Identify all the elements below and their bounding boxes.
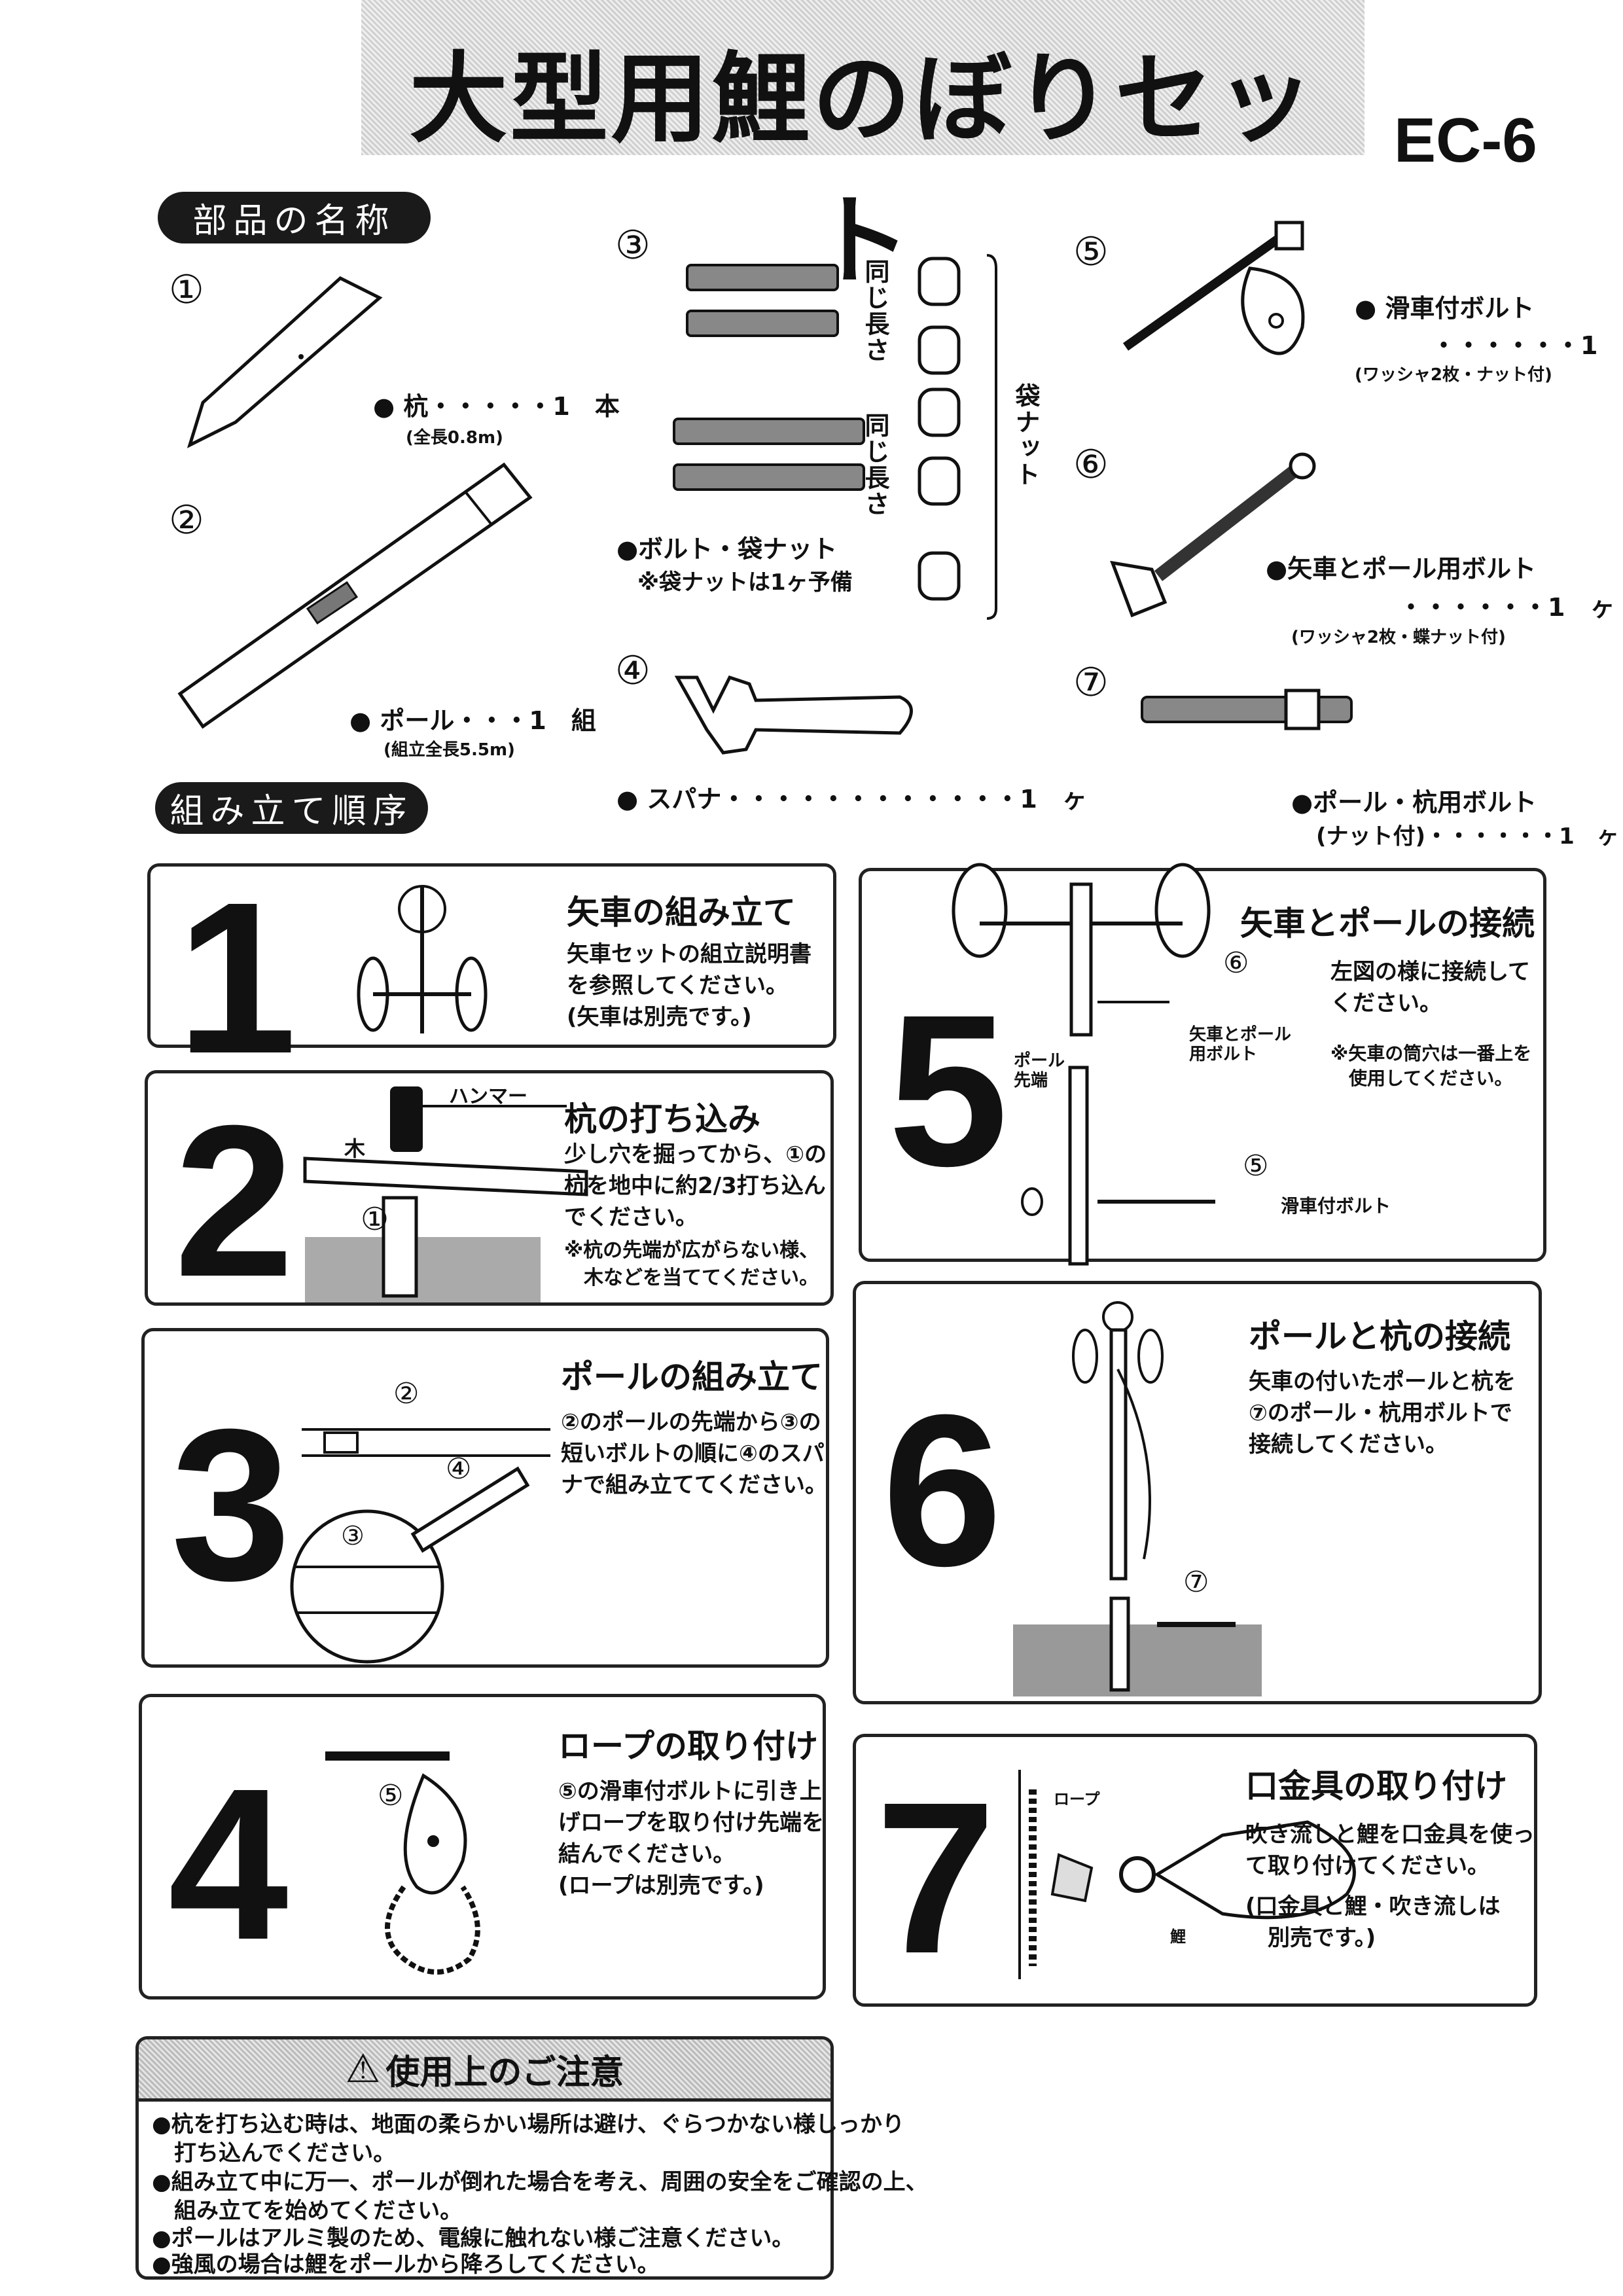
part7-label: ●ポール・杭用ボルト — [1291, 788, 1537, 817]
step-body: ⑤の滑車付ボルトに引き上 げロープを取り付け先端を 結んでください。 (ロープは… — [558, 1778, 824, 1899]
caution-item: ●杭を打ち込む時は、地面の柔らかい場所は避け、ぐらつかない様しっかり 打ち込んで… — [152, 2111, 904, 2166]
part3-number: ③ — [615, 223, 651, 268]
step-body: 少し穴を掘ってから、①の 杭を地中に約2/3打ち込ん でください。 — [564, 1141, 827, 1230]
part7-qty: (ナット付)・・・・・・1 ヶ — [1316, 823, 1619, 850]
pole-stake-connection-illustration — [1013, 1301, 1262, 1696]
step-body: 吹き流しと鯉を口金具を使っ て取り付けてください。 — [1245, 1821, 1535, 1879]
part5-label: ● 滑車付ボルト — [1355, 294, 1535, 323]
part5-number: ⑤ — [1073, 229, 1109, 275]
pole-illustration — [177, 462, 533, 729]
part2-number: ② — [169, 497, 204, 543]
pole-stake-bolt-illustration — [1141, 689, 1353, 730]
parts-section-label: 部品の名称 — [158, 192, 431, 243]
step-title: 矢車とポールの接続 — [1240, 905, 1535, 942]
step-number: 1 — [177, 857, 297, 1098]
bolt-marker: ③ — [341, 1521, 365, 1551]
bolts-and-cap-nuts-illustration — [673, 254, 997, 620]
caution-item: ●強風の場合は鯉をポールから降ろしてください。 — [152, 2251, 660, 2278]
step-4-box: 4 ⑤ ロープの取り付け ⑤の滑車付ボルトに引き上 げロープを取り付け先端を 結… — [139, 1694, 826, 2000]
part2-label: ● ポール・・・1 組 — [349, 706, 596, 735]
step-6-box: 6 ⑦ ポールと杭の接続 矢車の付いたポールと杭を ⑦のポール・杭用ボルトで 接… — [853, 1281, 1542, 1704]
same-length-label-1: 同じ長さ — [861, 259, 889, 363]
step-number: 4 — [168, 1743, 289, 1984]
caution-title: 使用上のご注意 — [385, 2053, 624, 2092]
pulley-bolt-label: 滑車付ボルト — [1281, 1195, 1391, 1217]
caution-item: ●ポールはアルミ製のため、電線に触れない様ご注意ください。 — [152, 2225, 794, 2251]
part1-label: ● 杭・・・・・1 本 — [373, 392, 620, 421]
stake-illustration — [187, 276, 383, 448]
step-body: 矢車の付いたポールと杭を ⑦のポール・杭用ボルトで 接続してください。 — [1249, 1369, 1516, 1458]
bolt-label: 矢車とポール 用ボルト — [1189, 1025, 1292, 1064]
warning-icon: ⚠ — [345, 2046, 381, 2092]
page-title: 大型用鯉のぼりセット — [409, 43, 1317, 298]
step-number: 6 — [882, 1369, 1003, 1611]
model-number: EC-6 — [1394, 105, 1537, 175]
step-7-box: 7 ロープ 鯉 口金具の取り付け 吹き流しと鯉を口金具を使っ て取り付けてくださ… — [853, 1734, 1537, 2007]
step-title: 口金具の取り付け — [1245, 1767, 1507, 1805]
spanner-illustration — [674, 675, 913, 755]
step-note: (口金具と鯉・吹き流しは 別売です。) — [1245, 1893, 1501, 1951]
bolt-marker: ⑦ — [1183, 1566, 1209, 1599]
pole-assembly-illustration — [290, 1428, 550, 1664]
carp-ring-illustration — [1018, 1770, 1356, 1979]
step-2-box: 2 ハンマー 木 ① 杭の打ち込み 少し穴を掘ってから、①の 杭を地中に約2/3… — [145, 1070, 834, 1321]
rope-pulley-illustration — [325, 1751, 480, 1975]
pinwheel-illustration — [357, 885, 488, 1033]
pole-marker: ② — [393, 1377, 419, 1410]
caution-item: ●組み立て中に万一、ポールが倒れた場合を考え、周囲の安全をご確認の上、 組み立て… — [152, 2169, 928, 2224]
step-body: 矢車セットの組立説明書 を参照してください。 (矢車は別売です。) — [567, 941, 812, 1030]
wing-nut-bolt-illustration — [1110, 452, 1316, 618]
step-number: 7 — [876, 1757, 996, 1998]
step-note: ※杭の先端が広がらない様、 木などを当ててください。 — [564, 1239, 819, 1289]
part6-note: (ワッシャ2枚・蝶ナット付) — [1291, 628, 1506, 647]
title-banner: 大型用鯉のぼりセット — [361, 0, 1364, 298]
step-3-box: 3 ② ④ ③ ポールの組み立て ②のポールの先端から③の 短いボルトの順に④の… — [141, 1328, 829, 1668]
part1-note: (全長0.8m) — [406, 428, 503, 448]
part3-label: ●ボルト・袋ナット — [616, 535, 838, 564]
step-body: 左図の様に接続して ください。 — [1330, 959, 1530, 1016]
part4-number: ④ — [615, 648, 651, 694]
bolt-marker: ⑥ — [1223, 946, 1249, 980]
pulley-marker: ⑤ — [1243, 1149, 1269, 1183]
assembly-section-label: 組み立て順序 — [155, 782, 428, 834]
step-title: ロープの取り付け — [558, 1727, 818, 1765]
caution-box: ⚠ 使用上のご注意 ●杭を打ち込む時は、地面の柔らかい場所は避け、ぐらつかない様… — [135, 2036, 928, 2280]
pinwheel-pole-connection-illustration — [952, 863, 1215, 1266]
step-1-box: 1 矢車の組み立て 矢車セットの組立説明書 を参照してください。 (矢車は別売で… — [147, 863, 836, 1086]
step-number: 2 — [174, 1080, 294, 1321]
pulley-bolt-marker: ⑤ — [378, 1779, 404, 1812]
part5-qty: ・・・・・・1 ヶ — [1431, 331, 1623, 360]
part6-qty: ・・・・・・1 ヶ — [1399, 593, 1615, 622]
part7-number: ⑦ — [1073, 660, 1109, 706]
part4-label: ● スパナ・・・・・・・・・・・・1 ヶ — [616, 785, 1087, 814]
spanner-marker: ④ — [446, 1452, 472, 1486]
hammer-label: ハンマー — [449, 1085, 527, 1108]
part6-number: ⑥ — [1073, 442, 1109, 488]
pulley-bolt-illustration — [1122, 221, 1305, 355]
part1-number: ① — [169, 267, 204, 313]
step-title: 矢車の組み立て — [567, 893, 796, 931]
stake-marker: ① — [361, 1201, 389, 1238]
wood-label: 木 — [344, 1136, 366, 1161]
rope-label: ロープ — [1054, 1790, 1100, 1808]
same-length-label-2: 同じ長さ — [861, 412, 889, 517]
step-number: 3 — [171, 1384, 291, 1625]
step-5-box: 5 矢車とポールの接続 ⑥ 矢車とポール 用ボルト 左図の様に接続して ください… — [859, 863, 1546, 1266]
part6-label: ●矢車とポール用ボルト — [1266, 554, 1537, 583]
step-title: ポールの組み立て — [561, 1358, 823, 1396]
step-body: ②のポールの先端から③の 短いボルトの順に④のスパ ナで組み立ててください。 — [561, 1409, 827, 1498]
part3-note: ※袋ナットは1ヶ予備 — [637, 569, 853, 596]
cap-nut-label: 袋ナット — [1011, 383, 1040, 488]
step-title: ポールと杭の接続 — [1249, 1318, 1510, 1355]
carp-label: 鯉 — [1170, 1928, 1186, 1946]
pole-tip-label: ポール 先端 — [1014, 1051, 1065, 1090]
caution-header: ⚠ 使用上のご注意 — [139, 2039, 830, 2102]
hammer-stake-illustration — [303, 1086, 588, 1302]
step-number: 5 — [888, 969, 1008, 1211]
step-title: 杭の打ち込み — [564, 1100, 760, 1138]
part5-note: (ワッシャ2枚・ナット付) — [1355, 365, 1552, 385]
step-note: ※矢車の筒穴は一番上を 使用してください。 — [1330, 1043, 1532, 1089]
part2-note: (組立全長5.5m) — [383, 740, 515, 760]
